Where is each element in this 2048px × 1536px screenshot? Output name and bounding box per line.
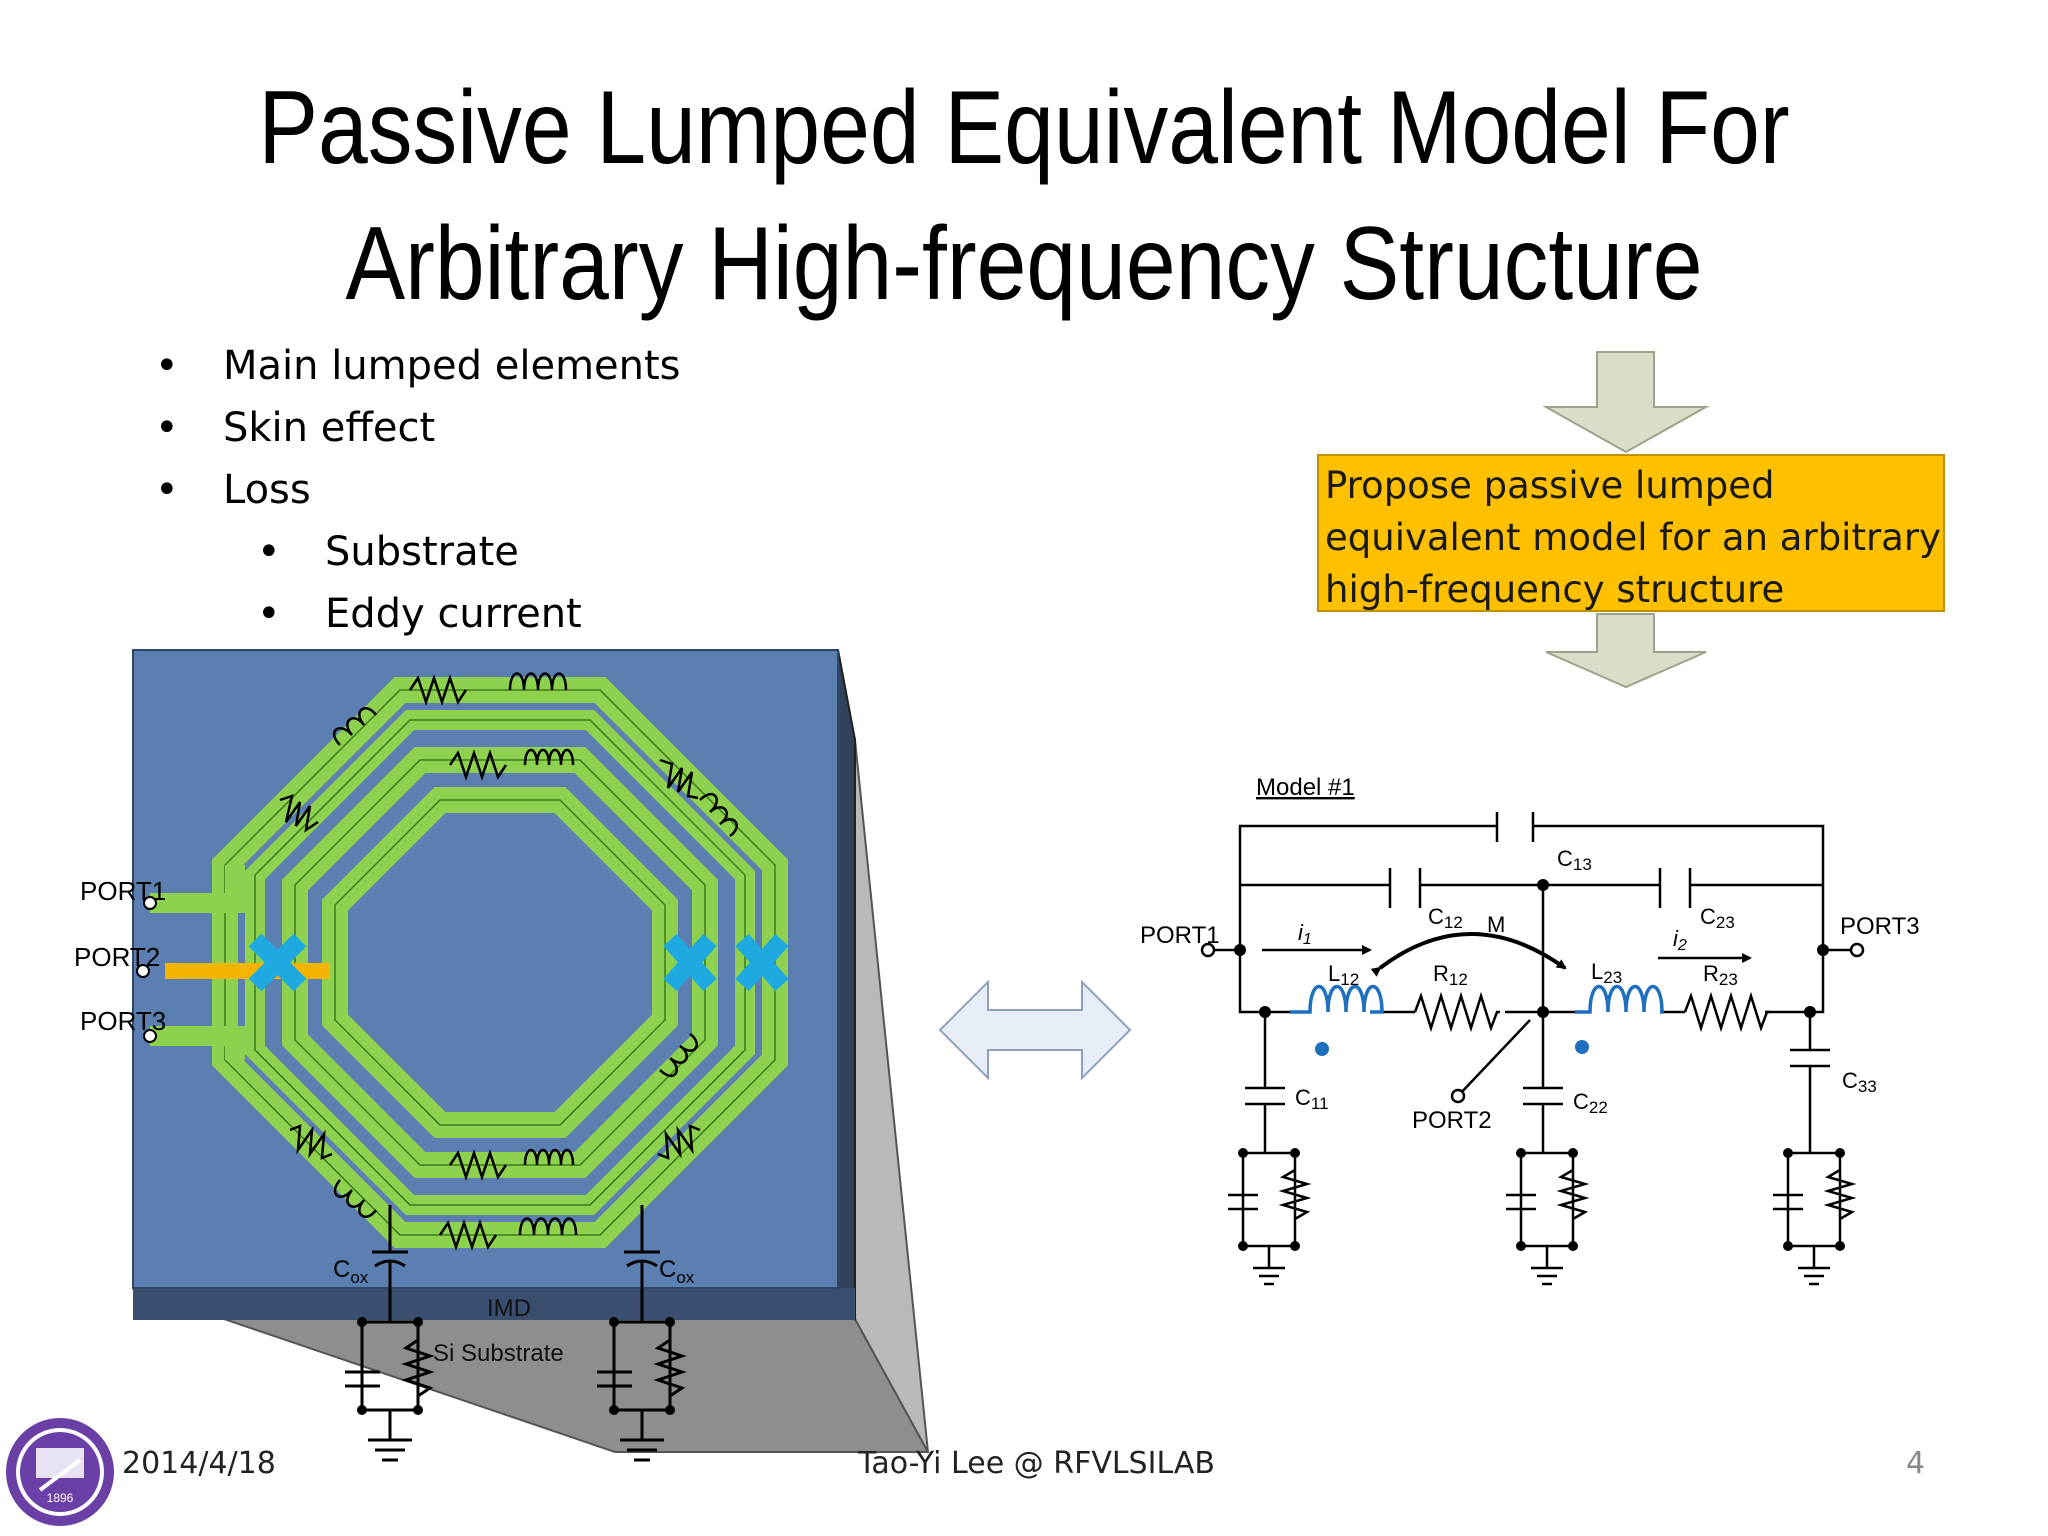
imd-label: IMD — [487, 1295, 531, 1322]
c22-label: C22 — [1573, 1089, 1608, 1117]
resistor-symbol — [438, 1219, 498, 1251]
resistor-symbol — [659, 758, 699, 800]
title-line-2: Arbitrary High-frequency Structure — [345, 206, 1703, 322]
r12-label: R12 — [1433, 961, 1468, 989]
mutual-label: M — [1487, 912, 1505, 937]
down-arrow-bottom — [1545, 613, 1707, 689]
substrate-nodes — [357, 1317, 675, 1415]
substrate-label: Si Substrate — [433, 1340, 564, 1367]
university-logo: 1896 — [6, 1418, 114, 1526]
port3-trace — [150, 1026, 245, 1060]
resistor-symbol — [408, 674, 468, 706]
inner-ring-edge — [334, 799, 666, 1126]
circuit-inductors — [1290, 984, 1664, 1014]
c23-label: C23 — [1700, 904, 1735, 932]
l23-label: L23 — [1591, 959, 1622, 987]
inductor-figure: PORT1 PORT2 PORT3 Cox Cox IMD Si Substra… — [74, 649, 930, 1462]
circuit-nodes — [1234, 879, 1845, 1251]
double-arrow-icon — [938, 979, 1132, 1081]
port3-label: PORT3 — [80, 1006, 166, 1036]
mutual-arrow — [1370, 932, 1567, 977]
inductor-symbol — [508, 672, 568, 691]
circuit-port3-label: PORT3 — [1840, 913, 1920, 940]
title-line-1: Passive Lumped Equivalent Model For — [258, 70, 1790, 186]
resistor-symbol — [448, 1149, 508, 1181]
ring-elements — [279, 672, 738, 1251]
imd-layer — [133, 1288, 855, 1320]
substrate-side-face — [837, 649, 856, 1321]
outer-ring-2-edge — [254, 719, 746, 1206]
figure-ports: PORT1 PORT2 PORT3 — [74, 876, 166, 1043]
crossover-right-1 — [663, 934, 717, 991]
cox-label-left: Cox — [333, 1256, 369, 1287]
inductor-symbol — [659, 1032, 698, 1077]
inductor-symbol — [518, 1217, 578, 1236]
c12-label: C12 — [1428, 904, 1463, 932]
inductor-symbol — [699, 793, 738, 838]
circuit-wires — [1208, 812, 1857, 1286]
cox-label-right: Cox — [659, 1256, 695, 1287]
resistor-symbol — [657, 1124, 701, 1160]
down-arrow-top — [1542, 351, 1710, 454]
outer-ring-edge — [224, 689, 776, 1236]
inductor-l23 — [1575, 984, 1664, 1014]
callout-box: Propose passive lumped equivalent model … — [1317, 454, 1945, 612]
inductor-symbol — [333, 707, 378, 746]
inductor-symbol — [523, 1148, 575, 1166]
resistor-symbol — [289, 1124, 333, 1160]
model-label: Model #1 — [1256, 774, 1355, 801]
callout-line: Propose passive lumped — [1325, 464, 1775, 507]
slide-title: Passive Lumped Equivalent Model For Arbi… — [143, 60, 1904, 332]
c11-label: C11 — [1295, 1085, 1329, 1113]
r23-label: R23 — [1703, 961, 1738, 989]
crossover-right-2 — [735, 934, 789, 991]
inductor-l12 — [1290, 984, 1384, 1014]
logo-year: 1896 — [47, 1491, 74, 1505]
port1-label: PORT1 — [80, 876, 166, 906]
callout-line: equivalent model for an arbitrary — [1325, 516, 1941, 559]
page-number: 4 — [1906, 1446, 1926, 1481]
inductor-symbol — [333, 1179, 378, 1218]
footer-author: Tao-Yi Lee @ RFVLSILAB — [858, 1446, 1215, 1481]
circuit-port2-label: PORT2 — [1412, 1107, 1492, 1134]
resistor-symbol — [279, 794, 319, 833]
l12-label: L12 — [1328, 961, 1359, 989]
dot-marker — [1575, 1040, 1589, 1054]
callout-line: high-frequency structure — [1325, 568, 1785, 611]
i1-label: i1 — [1298, 920, 1312, 948]
port2-label: PORT2 — [74, 942, 160, 972]
c33-label: C33 — [1842, 1068, 1877, 1096]
circuit-model: Model #1 — [1140, 774, 1920, 1286]
port1-trace — [150, 865, 245, 913]
port2-trace — [165, 963, 330, 979]
inductor-symbol — [523, 748, 575, 766]
dot-marker — [1315, 1042, 1329, 1056]
crossover-left — [248, 933, 307, 992]
substrate-network — [345, 1205, 687, 1462]
resistor-symbol — [448, 749, 508, 781]
c13-label: C13 — [1557, 846, 1592, 874]
footer-date: 2014/4/18 — [122, 1446, 276, 1481]
i2-label: i2 — [1673, 926, 1687, 954]
circuit-port1-label: PORT1 — [1140, 922, 1220, 949]
